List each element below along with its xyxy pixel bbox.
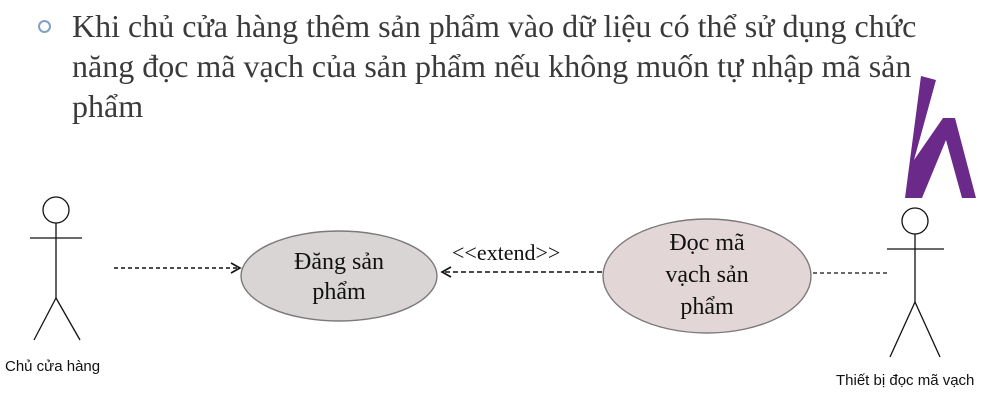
use-case-register-product: Đăng sản phẩm <box>240 230 438 322</box>
use-case-scan-barcode: Đọc mã vạch sản phẩm <box>602 218 812 334</box>
use-case-register-product-line1: Đăng sản <box>294 249 384 275</box>
use-case-scan-barcode-line1: Đọc mã <box>669 230 745 256</box>
actor-barcode-reader <box>887 207 944 358</box>
actor-shop-owner <box>30 196 82 341</box>
use-case-scan-barcode-line3: phẩm <box>680 294 734 320</box>
actor-shop-owner-label: Chủ cửa hàng <box>5 358 100 375</box>
bullet-circle-icon <box>38 20 51 33</box>
bullet-text: Khi chủ cửa hàng thêm sản phẩm vào dữ li… <box>72 8 917 124</box>
use-case-register-product-line2: phẩm <box>312 279 366 305</box>
extend-label: <<extend>> <box>452 240 560 265</box>
use-case-scan-barcode-line2: vạch sản <box>665 262 748 288</box>
actor-barcode-reader-label: Thiết bị đọc mã vạch <box>836 372 974 389</box>
logo-icon <box>905 76 976 198</box>
